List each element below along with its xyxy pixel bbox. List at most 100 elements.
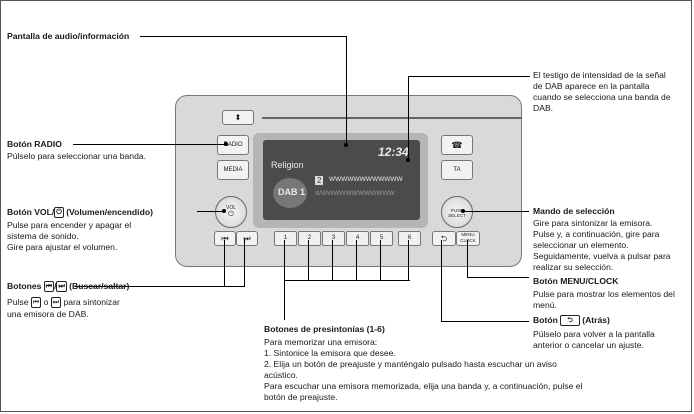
leader-presets-v2 — [308, 240, 309, 281]
atras-title-a: Botón — [533, 315, 561, 325]
callout-radio-desc: Púlselo para seleccionar una banda. — [7, 151, 147, 161]
clock: 12:34 — [378, 145, 409, 159]
leader-testigo-dot — [406, 158, 410, 162]
presintonias-line: Para memorizar una emisora: — [264, 337, 378, 347]
radio-button[interactable]: RADIO — [217, 135, 249, 155]
presintonias-line: botón de preajuste. — [264, 392, 338, 402]
cd-slot — [262, 117, 522, 119]
leader-presets-v4 — [356, 240, 357, 281]
ta-button[interactable]: TA — [441, 160, 473, 180]
phone-button[interactable]: ☎ — [441, 135, 473, 155]
selector-knob[interactable]: PUSH SELECT — [441, 196, 473, 228]
testigo-line: de DAB aparece en la pantalla — [533, 81, 650, 91]
seleccion-line: Gire para sintonizar la emisora. — [533, 218, 653, 228]
presintonias-line: acústico. — [264, 370, 298, 380]
callout-buscar-title: Botones ⏮/⏭ (Buscar/saltar) — [7, 281, 130, 293]
callout-buscar-line2: una emisora de DAB. — [7, 309, 89, 319]
seek-back-icon: ⏮ — [30, 297, 42, 309]
media-button[interactable]: MEDIA — [217, 160, 249, 180]
menu-line: Pulse para mostrar los elementos del — [533, 289, 675, 299]
vol-line: sistema de sonido. — [7, 231, 79, 241]
seek-forward-icon: ⏭ — [56, 281, 67, 293]
leader-menu-v — [467, 240, 468, 278]
presintonias-line: 1. Sintonice la emisora que desee. — [264, 348, 396, 358]
volume-knob[interactable]: VOL ⏻ — [215, 196, 247, 228]
power-icon: ⏻ — [54, 207, 64, 219]
vol-label: VOL — [225, 205, 236, 211]
back-button[interactable]: ⮌ — [432, 231, 456, 246]
preset-indicator: 2 — [315, 176, 324, 185]
seek-back-icon: ⏮ — [43, 281, 55, 293]
leader-buscar-v1 — [224, 240, 225, 287]
seleccion-line: seleccionar un elemento. — [533, 240, 629, 250]
atras-line: anterior o cancelar un ajuste. — [533, 340, 644, 350]
hazard-button[interactable]: ⬍ — [222, 110, 254, 125]
buscar-line1-a: Pulse — [7, 297, 31, 307]
leader-radio — [73, 144, 225, 145]
power-icon: ⏻ — [228, 211, 234, 218]
leader-vol — [197, 211, 223, 212]
buscar-line1-b: o — [41, 297, 51, 307]
leader-presets-h — [284, 280, 410, 281]
leader-presets-v5 — [380, 240, 381, 281]
seleccion-line: realizar su selección. — [533, 262, 614, 272]
station-line-2: WWWWWWWWWWWWW — [315, 190, 395, 197]
leader-buscar-h — [75, 286, 245, 287]
callout-pantalla-title: Pantalla de audio/información — [7, 31, 130, 41]
menu-line: menú. — [533, 300, 557, 310]
leader-radio-dot — [224, 142, 228, 146]
vol-title-b: (Volumen/encendido) — [63, 207, 153, 217]
leader-presets-v0 — [284, 240, 285, 320]
buscar-title-b: (Buscar/saltar) — [66, 281, 130, 291]
testigo-line: DAB. — [533, 103, 554, 113]
station-line-1: WWWWWWWWWWWW — [329, 176, 403, 183]
preset-button-4[interactable]: 4 — [346, 231, 369, 246]
seleccion-line: Pulse y, a continuación, gire para — [533, 229, 660, 239]
presintonias-line: 2. Elija un botón de preajuste y manténg… — [264, 359, 557, 369]
leader-seleccion — [463, 211, 529, 212]
callout-radio-title: Botón RADIO — [7, 139, 62, 149]
callout-buscar-line1: Pulse ⏮ o ⏭ para sintonizar — [7, 297, 120, 309]
leader-atras-v — [441, 240, 442, 322]
preset-button-2[interactable]: 2 — [298, 231, 321, 246]
preset-button-6[interactable]: 6 — [398, 231, 421, 246]
back-arrow-icon: ⮌ — [560, 315, 580, 327]
display-screen: Religion 12:34 DAB 1 2 WWWWWWWWWWWW WWWW… — [263, 140, 420, 220]
preset-button-3[interactable]: 3 — [322, 231, 345, 246]
vol-line: Pulse para encender y apagar el — [7, 220, 132, 230]
leader-presets-v6 — [408, 240, 409, 281]
testigo-line: El testigo de intensidad de la señal — [533, 70, 666, 80]
preset-button-5[interactable]: 5 — [370, 231, 393, 246]
leader-testigo-h — [408, 76, 530, 77]
vol-line: Gire para ajustar el volumen. — [7, 242, 118, 252]
buscar-line1-c: para sintonizar — [61, 297, 120, 307]
menu-clock-button[interactable]: MENU CLOCK — [456, 231, 480, 246]
callout-vol-title: Botón VOL/⏻ (Volumen/encendido) — [7, 207, 153, 219]
seek-forward-icon: ⏭ — [50, 297, 62, 309]
preset-button-1[interactable]: 1 — [274, 231, 297, 246]
leader-pantalla-v — [346, 36, 347, 145]
presintonias-line: Para escuchar una emisora memorizada, el… — [264, 381, 583, 391]
callout-menu-title: Botón MENU/CLOCK — [533, 276, 619, 286]
seleccion-line: Seguidamente, vuelva a pulsar para — [533, 251, 671, 261]
callout-seleccion-title: Mando de selección — [533, 206, 615, 216]
leader-seleccion-dot — [461, 209, 465, 213]
leader-presets-v3 — [332, 240, 333, 281]
vol-title-a: Botón VOL/ — [7, 207, 55, 217]
buscar-title-a: Botones — [7, 281, 44, 291]
atras-title-b: (Atrás) — [579, 315, 610, 325]
atras-line: Púlselo para volver a la pantalla — [533, 329, 655, 339]
callout-atras-title: Botón ⮌ (Atrás) — [533, 315, 610, 327]
testigo-line: cuando se selecciona una banda de — [533, 92, 671, 102]
leader-menu-h — [467, 277, 529, 278]
leader-pantalla-h — [140, 36, 347, 37]
select-label: PUSH SELECT — [448, 208, 466, 218]
seek-back-button[interactable]: ⏮ — [214, 231, 236, 246]
seek-forward-button[interactable]: ⏭ — [236, 231, 258, 246]
leader-atras-h — [441, 321, 529, 322]
screen-title: Religion — [271, 160, 304, 170]
leader-testigo-v — [408, 76, 409, 160]
leader-pantalla-dot — [344, 143, 348, 147]
leader-vol-dot — [222, 209, 226, 213]
